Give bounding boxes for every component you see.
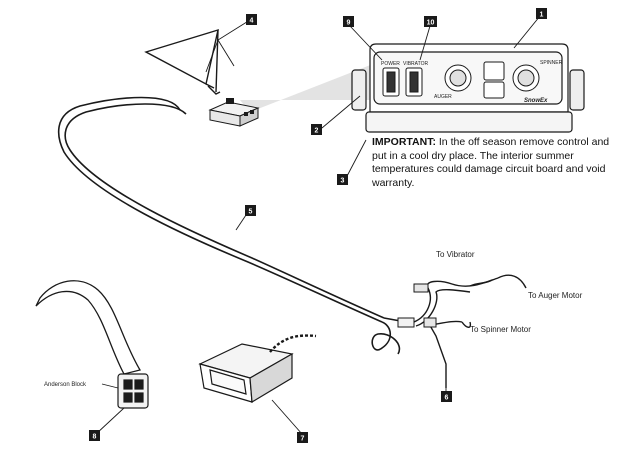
leader-lines	[95, 15, 541, 435]
anderson-block	[117, 373, 149, 409]
callout-5-box	[245, 205, 256, 216]
callout-1-box	[536, 8, 547, 19]
callout-9-box	[343, 16, 354, 27]
label-anderson-block: Anderson Block	[44, 382, 87, 388]
callout-6-box	[441, 391, 452, 402]
label-to-auger-motor: To Auger Motor	[528, 291, 583, 300]
mount-projection	[240, 62, 378, 112]
callout-9: 9	[347, 20, 351, 27]
important-note: IMPORTANT: In the off season remove cont…	[372, 136, 622, 190]
callout-3-box	[337, 174, 348, 185]
label-to-spinner-motor: To Spinner Motor	[470, 325, 531, 334]
main-harness-cable	[58, 96, 407, 355]
controller-face	[382, 61, 540, 99]
anderson-block-cable	[35, 280, 142, 375]
important-note-text: In the off season remove control and put…	[372, 136, 610, 189]
callout-10: 10	[427, 20, 435, 27]
mounting-bracket	[144, 28, 221, 95]
controller-cover	[198, 343, 294, 404]
panel-spinner-label: SPINNER	[540, 60, 563, 66]
callout-10-box	[424, 16, 437, 27]
callout-8-box	[89, 430, 100, 441]
callout-4: 4	[250, 18, 254, 25]
callout-7: 7	[301, 436, 305, 443]
callout-markers: 1 2 3 4 5 6 7 8 9 10	[89, 8, 547, 443]
callout-1: 1	[540, 12, 544, 19]
panel-auger-label: AUGER	[434, 94, 452, 100]
callout-3: 3	[341, 178, 345, 185]
important-label: IMPORTANT:	[372, 136, 436, 148]
callout-4-box	[246, 14, 257, 25]
callout-5: 5	[249, 209, 253, 216]
callout-2: 2	[315, 128, 319, 135]
cover-cable	[269, 334, 317, 353]
panel-brand-logo: SnowEx	[524, 98, 548, 104]
callout-2-box	[311, 124, 322, 135]
callout-7-box	[297, 432, 308, 443]
harness-plug	[397, 317, 415, 328]
panel-vibrator-label: VIBRATOR	[403, 61, 428, 67]
callout-8: 8	[93, 434, 97, 441]
connector-block	[208, 98, 260, 127]
panel-power-label: POWER	[381, 61, 400, 67]
label-to-vibrator: To Vibrator	[436, 250, 475, 259]
callout-6: 6	[445, 395, 449, 402]
